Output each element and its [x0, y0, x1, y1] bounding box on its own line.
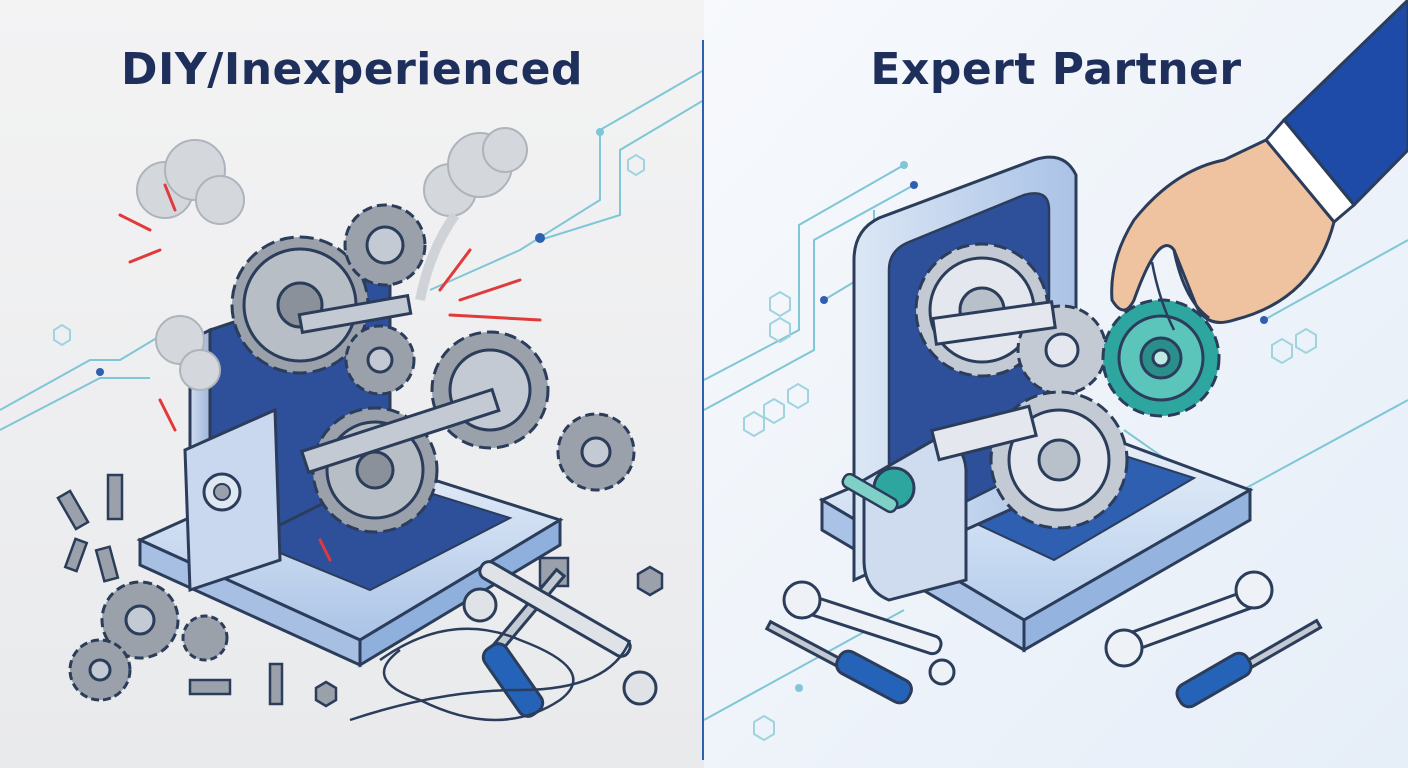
expert-scene-art — [704, 0, 1408, 768]
precision-gear-icon — [914, 242, 1129, 530]
loose-gear-icon — [68, 412, 636, 702]
wrench-icon — [462, 560, 658, 706]
panel-title-expert: Expert Partner — [870, 44, 1242, 95]
spark-icon — [118, 183, 542, 562]
hexagon-icon — [53, 153, 645, 347]
panel-divider — [702, 40, 704, 760]
panel-diy-inexperienced: DIY/Inexperienced — [0, 0, 704, 768]
panel-title-diy: DIY/Inexperienced — [121, 44, 583, 95]
circuit-line-icon — [0, 69, 704, 431]
hexagon-icon — [743, 290, 1317, 742]
tangled-wire-icon — [349, 627, 632, 722]
wrench-icon — [782, 570, 1274, 686]
broken-gear-icon — [230, 203, 550, 534]
smoke-cloud-icon — [136, 127, 528, 391]
circuit-line-icon — [704, 161, 1408, 721]
screwdriver-icon — [764, 618, 1323, 709]
hand-icon — [1110, 0, 1408, 331]
panel-expert-partner: Expert Partner — [704, 0, 1408, 768]
teal-gear-icon — [1101, 298, 1221, 418]
diy-scene-art — [0, 0, 704, 768]
